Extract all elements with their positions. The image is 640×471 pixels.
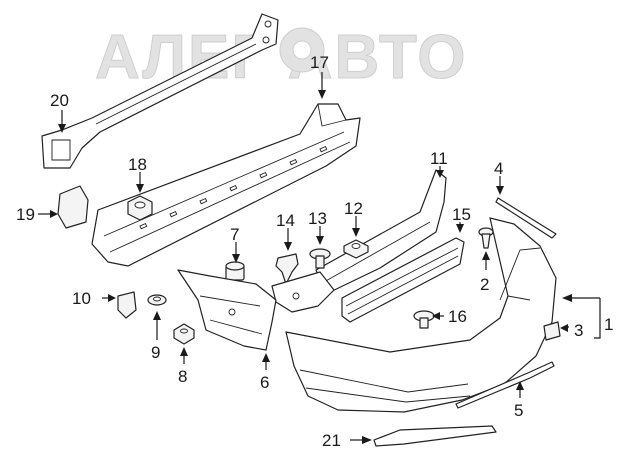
callout-8: 8 (178, 367, 187, 386)
clip-14 (275, 253, 299, 285)
bolt-13 (309, 248, 331, 269)
callout-16: 16 (448, 307, 467, 326)
clip-10 (117, 291, 137, 319)
lower-molding-21 (373, 425, 497, 447)
leader-lines (38, 72, 601, 444)
side-mount-bracket (271, 271, 335, 313)
callout-1: 1 (604, 315, 613, 334)
lower-trim-strip-5 (455, 361, 555, 409)
callout-6: 6 (260, 373, 269, 392)
callout-5: 5 (514, 401, 523, 420)
callout-12: 12 (344, 199, 363, 218)
nut-18 (127, 195, 153, 221)
callout-4: 4 (494, 159, 503, 178)
energy-absorber (315, 169, 447, 295)
nut-12 (343, 239, 369, 259)
trim-strip-4 (495, 197, 557, 239)
watermark: АЛЕГ АВТО (95, 23, 468, 92)
callout-3: 3 (574, 321, 583, 340)
reflector-3 (543, 321, 561, 341)
callout-18: 18 (128, 155, 147, 174)
pad (57, 185, 89, 229)
callout-10: 10 (72, 289, 91, 308)
spacer-7 (225, 261, 245, 281)
nut-9 (147, 294, 167, 306)
nut-8 (173, 323, 195, 345)
callout-19: 19 (16, 205, 35, 224)
callout-11: 11 (430, 149, 448, 168)
beam-slots (139, 145, 328, 230)
bumper-cover (285, 217, 557, 413)
support-bracket (41, 13, 279, 169)
screw-2 (478, 227, 494, 249)
side-bracket (177, 269, 277, 351)
callout-9: 9 (151, 343, 160, 362)
push-clip-16 (413, 310, 435, 329)
watermark-gear-icon (279, 27, 325, 73)
callout-2: 2 (480, 275, 489, 294)
callout-7: 7 (230, 225, 239, 244)
callout-13: 13 (308, 209, 327, 228)
impact-absorber (341, 237, 465, 323)
callout-15: 15 (452, 205, 471, 224)
callout-labels: 1 2 3 4 5 6 7 8 9 10 11 12 13 14 15 16 1… (16, 53, 613, 450)
reinforcement-beam (91, 103, 361, 267)
callout-20: 20 (50, 91, 69, 110)
callout-17: 17 (310, 53, 329, 72)
callout-14: 14 (276, 211, 295, 230)
callout-21: 21 (322, 431, 341, 450)
